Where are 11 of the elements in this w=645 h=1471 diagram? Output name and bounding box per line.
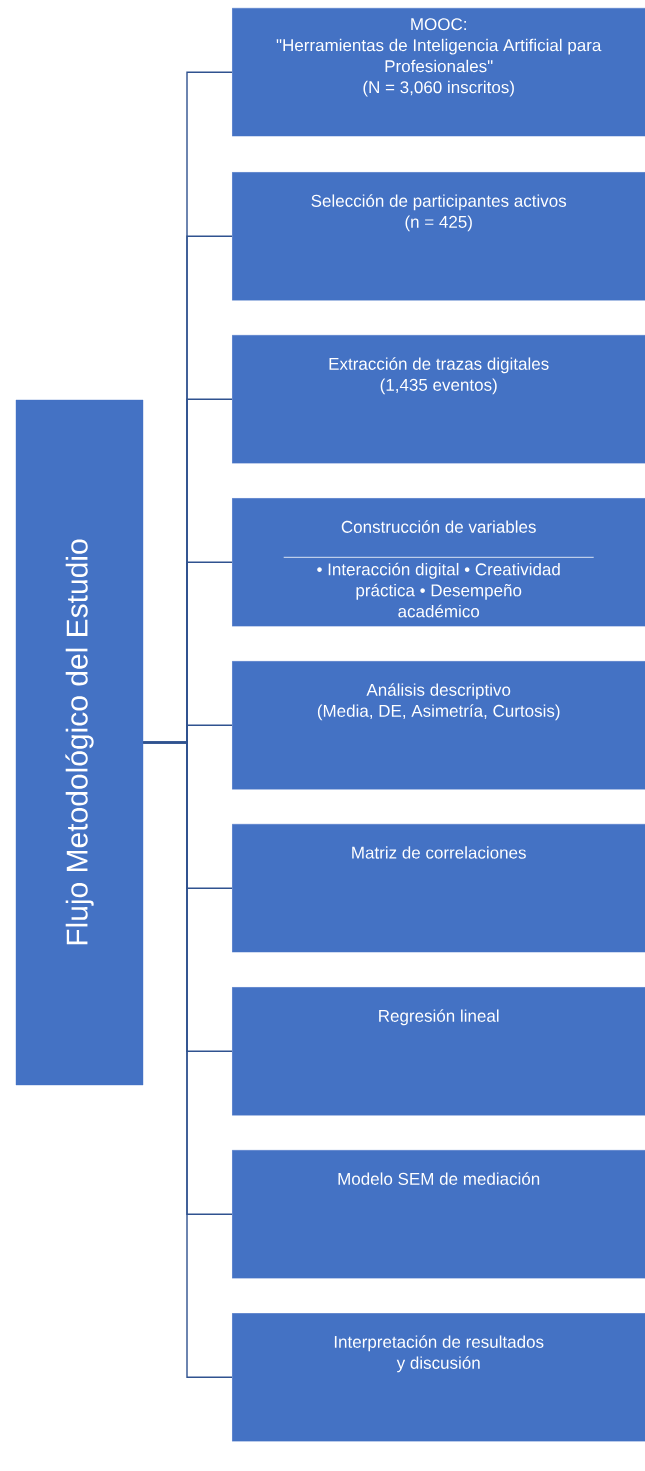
process-box: Selección de participantes activos (n = 425)	[232, 172, 645, 301]
process-box: MOOC: "Herramientas de Inteligencia Artificial para Profesionales" (N = 3,060 inscritos)	[232, 8, 645, 137]
vertical-title-box: Flujo Metodológico del Estudio	[15, 399, 144, 1086]
process-box: Modelo SEM de mediación	[232, 1150, 645, 1279]
process-box: Regresión lineal	[232, 987, 645, 1116]
process-box: Matriz de correlaciones	[232, 824, 645, 953]
process-box: Análisis descriptivo (Media, DE, Asimetría, Curtosis)	[232, 661, 645, 790]
process-box: Extracción de trazas digitales (1,435 eventos)	[232, 335, 645, 464]
process-box: Interpretación de resultados y discusión	[232, 1313, 645, 1442]
process-box: Construcción de variables • Interacción digital • Creatividad práctica • Desempeño académico	[232, 498, 645, 627]
connector-line	[142, 741, 233, 1378]
